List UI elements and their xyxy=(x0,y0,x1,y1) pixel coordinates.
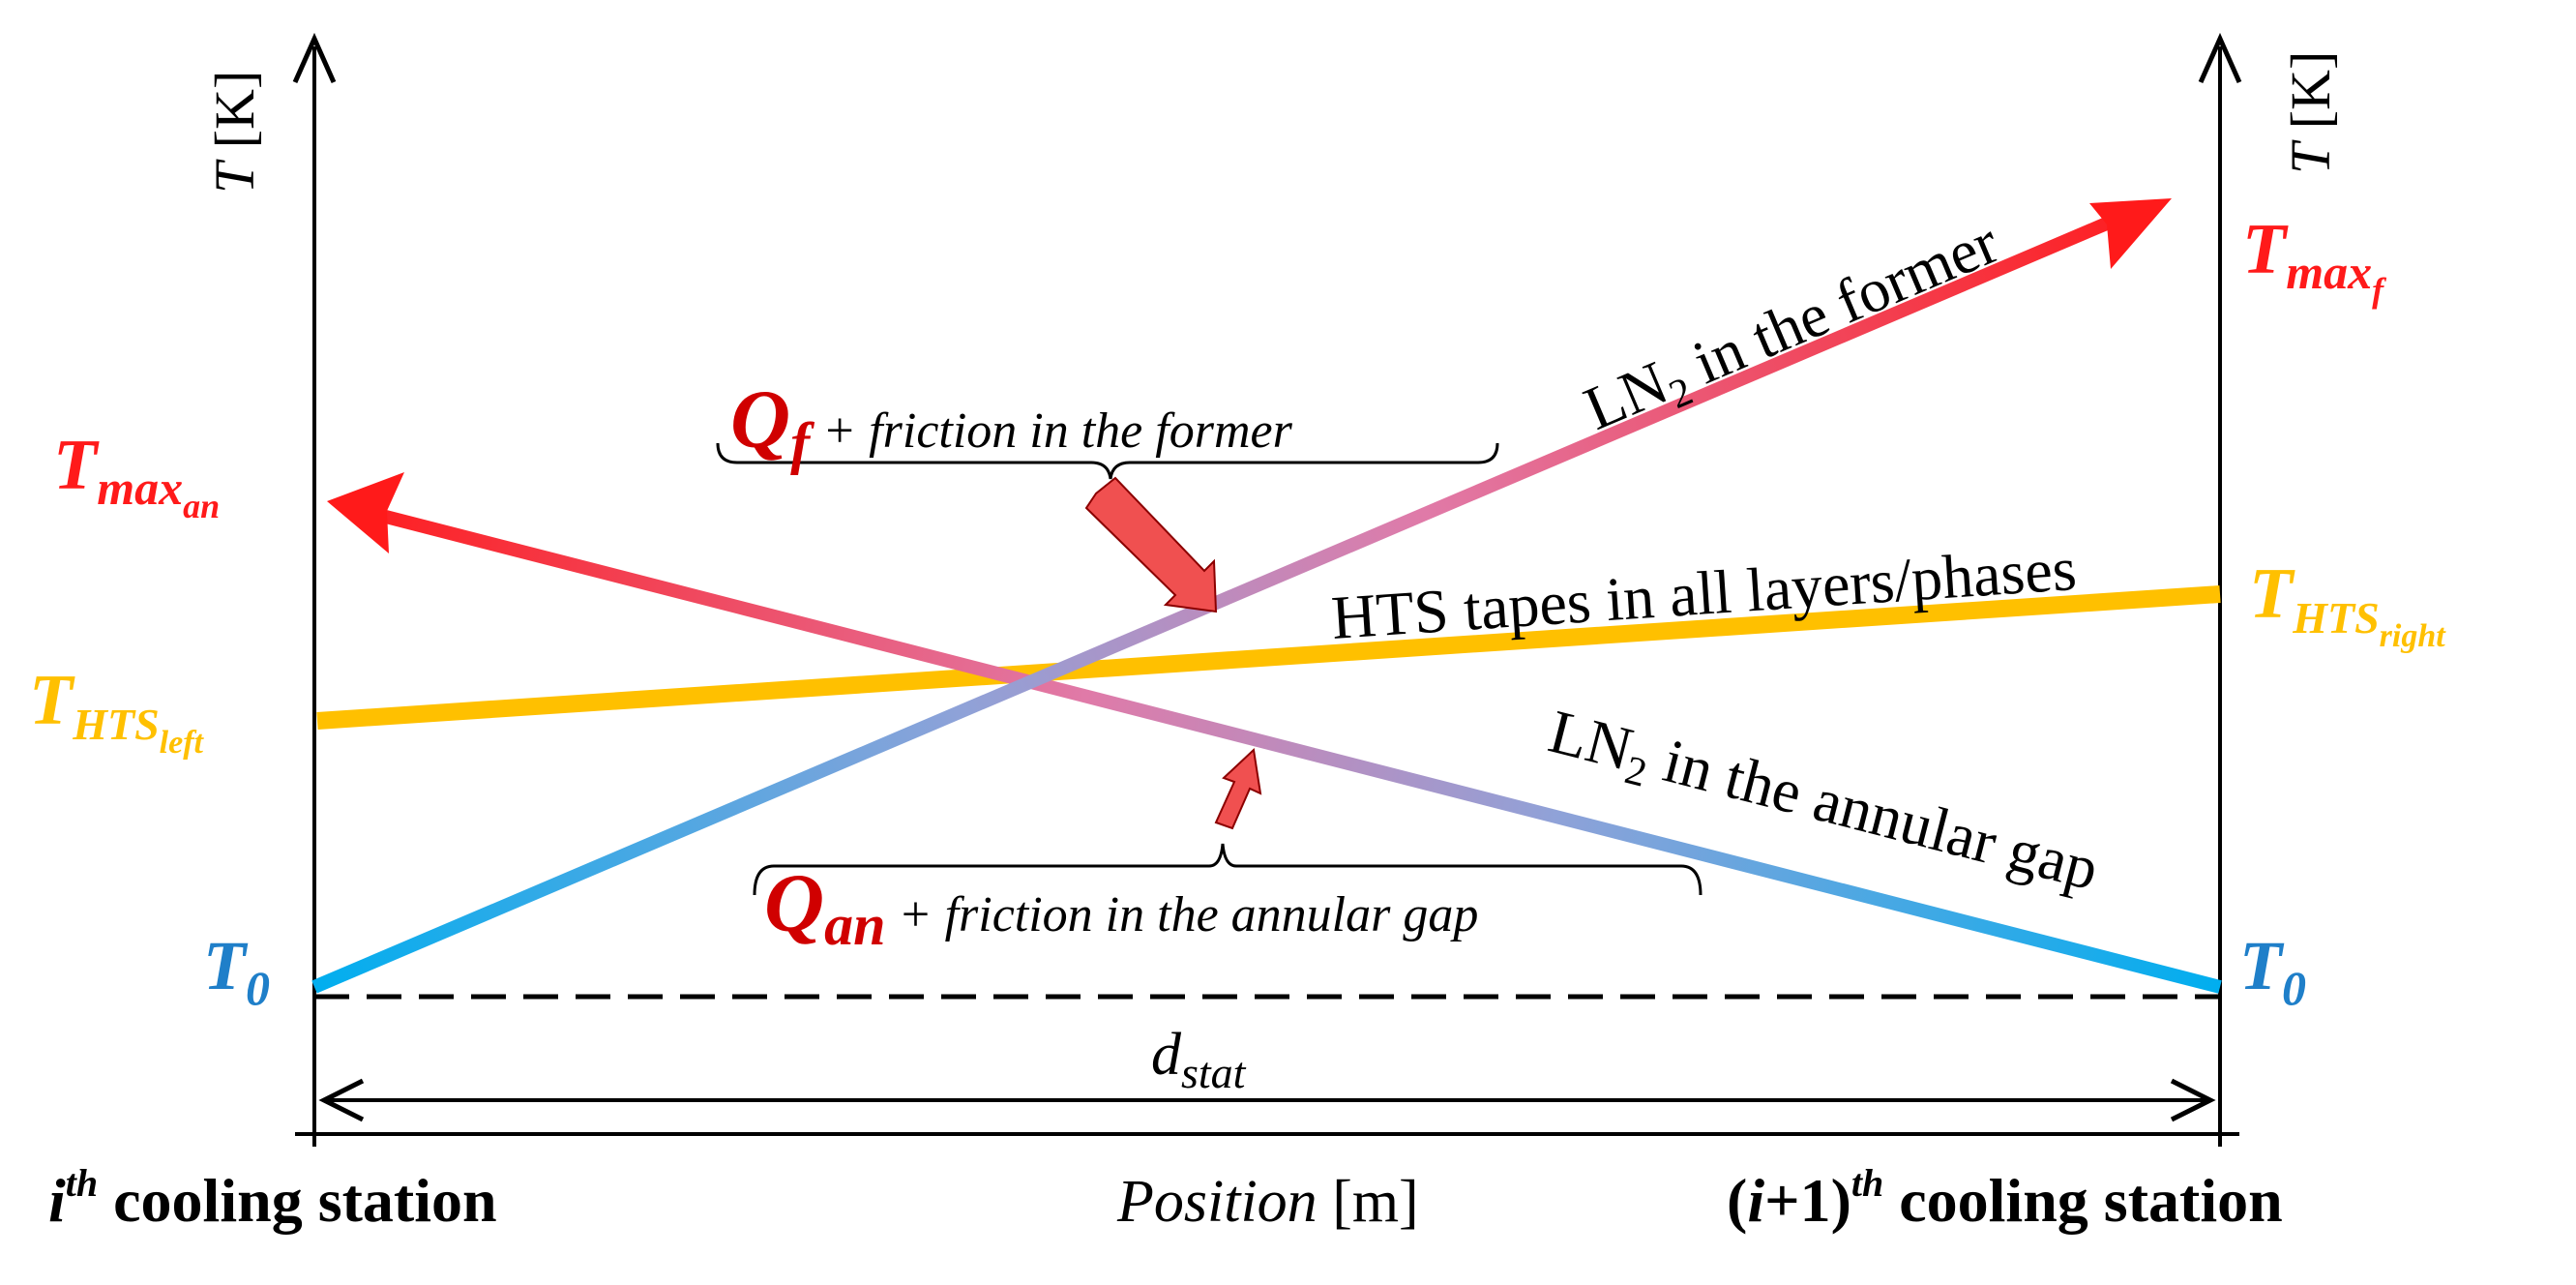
former-heat-arrow xyxy=(1084,476,1218,613)
hts-line xyxy=(316,585,2221,730)
dstat-label: dstat xyxy=(1151,1022,1247,1097)
t0-left-label: T0 xyxy=(203,927,270,1015)
former-heat-label: Qf + friction in the former xyxy=(730,373,1293,475)
annular-brace xyxy=(753,843,1703,896)
ln2-annular-line xyxy=(327,472,2222,994)
thts-right-label: THTSright xyxy=(2249,554,2446,654)
former-line-label: LN2 in the former xyxy=(1575,207,2011,450)
annular-heat-arrow xyxy=(1214,747,1262,830)
x-axis-label: Position [m] xyxy=(1116,1169,1419,1235)
left-station-label: ith cooling station xyxy=(48,1161,497,1235)
dstat-arrow xyxy=(318,1078,2216,1122)
thts-left-label: THTSleft xyxy=(29,661,205,761)
former-brace xyxy=(716,442,1499,480)
annular-heat-label: Qan + friction in the annular gap xyxy=(764,856,1478,957)
left-y-axis xyxy=(292,32,337,1147)
y-axis-label-left: T [K] xyxy=(203,71,266,194)
tmax-former-label: Tmaxf xyxy=(2242,210,2386,310)
tmax-annular-label: Tmaxan xyxy=(53,426,220,525)
right-station-label: (i+1)th cooling station xyxy=(1727,1161,2283,1235)
t0-right-label: T0 xyxy=(2239,927,2306,1015)
y-axis-label-right: T [K] xyxy=(2279,51,2342,174)
